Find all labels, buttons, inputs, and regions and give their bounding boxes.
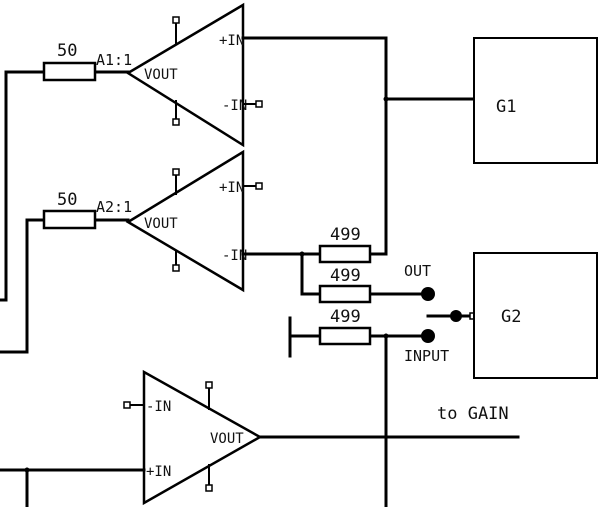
resistor-r-a2-value: 50 [57, 190, 77, 210]
amplifier-a3: VOUT -IN +IN [123, 369, 263, 506]
amplifier-a3-minus-in-label: -IN [146, 399, 171, 415]
amplifier-a2-name: A2:1 [96, 198, 132, 216]
resistor-r-out-value: 499 [330, 266, 361, 286]
amplifier-a1-plus-in-label: +IN [219, 33, 244, 49]
amplifier-a2-triangle [125, 149, 245, 293]
resistor-r-fb: 499 [318, 225, 372, 264]
amplifier-a3-plus-in-label: +IN [146, 464, 171, 480]
terminal-input: INPUT [404, 329, 449, 365]
amplifier-a1-minus-in-label: -IN [222, 98, 247, 114]
terminal-out: OUT [404, 262, 435, 301]
amplifier-a2-minus-in-label: -IN [222, 248, 247, 264]
block-g1: G1 [473, 37, 598, 164]
resistor-r-a1: 50 [42, 41, 97, 82]
block-g2-label: G2 [501, 307, 521, 327]
resistor-r-a1-value: 50 [57, 41, 77, 61]
wiring [0, 36, 520, 507]
terminal-out-label: OUT [404, 262, 431, 280]
resistor-r-in-value: 499 [330, 307, 361, 327]
to-gain-label: to GAIN [437, 404, 509, 424]
amplifier-a2-plus-in-label: +IN [219, 180, 244, 196]
amplifier-a3-triangle [142, 369, 263, 506]
amplifier-a1-name: A1:1 [96, 51, 132, 69]
amplifier-a1: VOUT +IN -IN A1:1 [96, 2, 263, 148]
block-g1-label: G1 [496, 97, 516, 117]
amplifier-a2-vout-label: VOUT [144, 216, 178, 232]
amplifier-a2: VOUT +IN -IN A2:1 [96, 149, 263, 293]
block-g2: G2 [473, 252, 598, 379]
terminal-input-label: INPUT [404, 347, 449, 365]
resistor-r-fb-value: 499 [330, 225, 361, 245]
resistor-r-out: 499 [318, 266, 372, 304]
resistor-r-in: 499 [318, 307, 372, 346]
resistor-r-a2: 50 [42, 190, 97, 230]
amplifier-a1-vout-label: VOUT [144, 67, 178, 83]
amplifier-a1-triangle [125, 2, 245, 148]
amplifier-a3-vout-label: VOUT [210, 431, 244, 447]
